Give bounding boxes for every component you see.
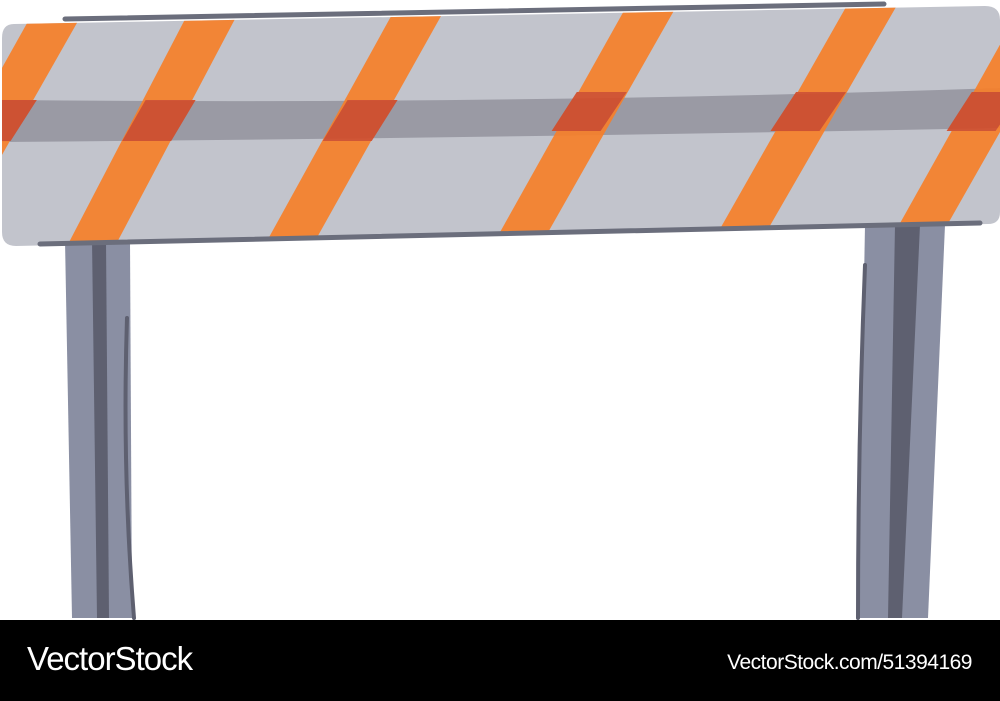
stripe-band-intersection bbox=[551, 92, 627, 131]
stripe-band-intersection bbox=[2, 100, 37, 141]
watermark-stock-id: VectorStock.com/51394169 bbox=[727, 651, 972, 674]
stripe-band-intersection bbox=[946, 92, 1000, 131]
stripe-band-intersection bbox=[322, 100, 398, 141]
watermark-bar: VectorStock VectorStock.com/51394169 bbox=[0, 620, 1000, 701]
right-leg bbox=[856, 225, 945, 620]
stripe-band-intersection bbox=[122, 100, 196, 141]
barrier-board bbox=[2, 6, 1000, 246]
left-leg bbox=[65, 240, 136, 620]
bottom-edge-line bbox=[37, 220, 983, 247]
road-barrier-illustration bbox=[2, 1, 1000, 620]
stripe-band-intersection bbox=[770, 92, 847, 131]
top-edge-line bbox=[62, 1, 887, 22]
watermark-brand: VectorStock bbox=[27, 640, 193, 677]
diagonal-stripe bbox=[2, 6, 90, 246]
